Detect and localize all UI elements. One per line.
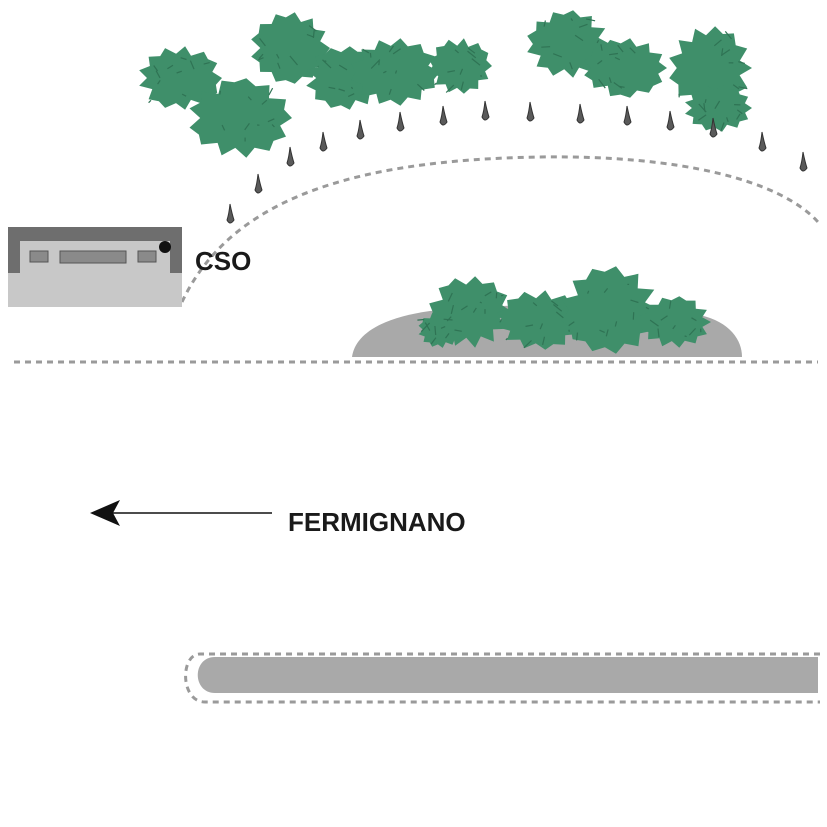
root-drop [356, 119, 365, 140]
root-drop [799, 151, 808, 172]
vegetated-bar-plants [417, 266, 711, 354]
root-drop [576, 103, 585, 124]
cso-structure [8, 227, 182, 307]
hanging-roots [226, 100, 808, 224]
canopy-shrub [189, 78, 292, 158]
root-drop [254, 173, 263, 194]
bar-shrub [497, 290, 584, 350]
canopy-shrub [584, 38, 667, 98]
left-arrow-icon [90, 500, 272, 526]
root-drop [481, 100, 490, 121]
canopy-shrub [685, 84, 752, 132]
root-drop [396, 111, 405, 132]
lower-sediment-bar [197, 657, 818, 693]
cso-label: CSO [195, 246, 251, 276]
root-drop [286, 146, 295, 167]
canopy-shrub [428, 38, 492, 94]
bank-vegetation-canopy [139, 10, 752, 158]
canopy-shrub [351, 38, 440, 106]
root-drop [319, 131, 328, 152]
root-drop [666, 110, 675, 131]
direction-label: FERMIGNANO [288, 507, 466, 537]
root-drop [526, 101, 535, 122]
discharge-plume-boundary [180, 155, 820, 303]
bar-shrub [640, 296, 711, 348]
root-drop [709, 117, 718, 138]
root-drop [439, 105, 448, 126]
outfall-dot-icon [159, 241, 171, 253]
root-drop [226, 203, 235, 224]
bar-shrub [561, 266, 660, 354]
root-drop [758, 131, 767, 152]
lower-bar-outline [184, 652, 820, 704]
bar-shrub [417, 312, 462, 348]
root-drop [623, 105, 632, 126]
